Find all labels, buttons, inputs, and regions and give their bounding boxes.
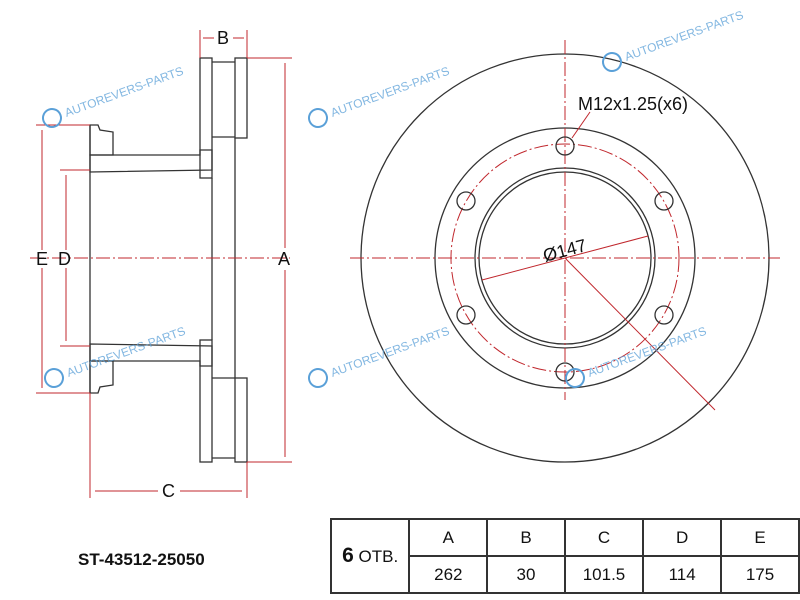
value-a: 262 [408, 555, 489, 594]
front-view: M12x1.25(x6) Ø147 [350, 40, 780, 463]
watermarks: AUTOREVERS-PARTS AUTOREVERS-PARTS AUTORE… [42, 8, 746, 388]
svg-text:AUTOREVERS-PARTS: AUTOREVERS-PARTS [586, 324, 709, 380]
watermark-logo: AUTOREVERS-PARTS [565, 324, 709, 388]
label-d: D [58, 249, 71, 269]
svg-text:AUTOREVERS-PARTS: AUTOREVERS-PARTS [329, 64, 452, 120]
label-b: B [217, 28, 229, 48]
holes-count: 6 [342, 544, 354, 567]
watermark-logo: AUTOREVERS-PARTS [44, 324, 188, 388]
value-d: 114 [642, 555, 723, 594]
watermark-logo: AUTOREVERS-PARTS [308, 324, 452, 388]
value-e: 175 [720, 555, 800, 594]
bolt-holes [456, 136, 674, 382]
thread-label: M12x1.25(x6) [578, 94, 688, 114]
svg-text:AUTOREVERS-PARTS: AUTOREVERS-PARTS [623, 8, 746, 64]
label-e: E [36, 249, 48, 269]
svg-text:AUTOREVERS-PARTS: AUTOREVERS-PARTS [329, 324, 452, 380]
part-number: ST-43512-25050 [78, 550, 205, 569]
header-a: A [408, 518, 489, 557]
svg-text:AUTOREVERS-PARTS: AUTOREVERS-PARTS [63, 64, 186, 120]
watermark-logo: AUTOREVERS-PARTS [42, 64, 186, 128]
label-c: C [162, 481, 175, 501]
label-a: A [278, 249, 290, 269]
header-b: B [486, 518, 566, 557]
value-b: 30 [486, 555, 566, 594]
holes-unit: ОТВ. [358, 547, 399, 566]
side-view: E D A B C [30, 28, 292, 501]
holes-cell: 6 ОТВ. [329, 518, 411, 594]
watermark-logo: AUTOREVERS-PARTS [308, 64, 452, 128]
header-c: C [563, 518, 645, 557]
svg-text:AUTOREVERS-PARTS: AUTOREVERS-PARTS [65, 324, 188, 380]
header-d: D [642, 518, 723, 557]
dimensions-table: 6 ОТВ. A B C D E 262 30 101.5 114 175 [329, 518, 800, 594]
header-e: E [720, 518, 800, 557]
value-c: 101.5 [563, 555, 645, 594]
watermark-logo: AUTOREVERS-PARTS [602, 8, 746, 72]
